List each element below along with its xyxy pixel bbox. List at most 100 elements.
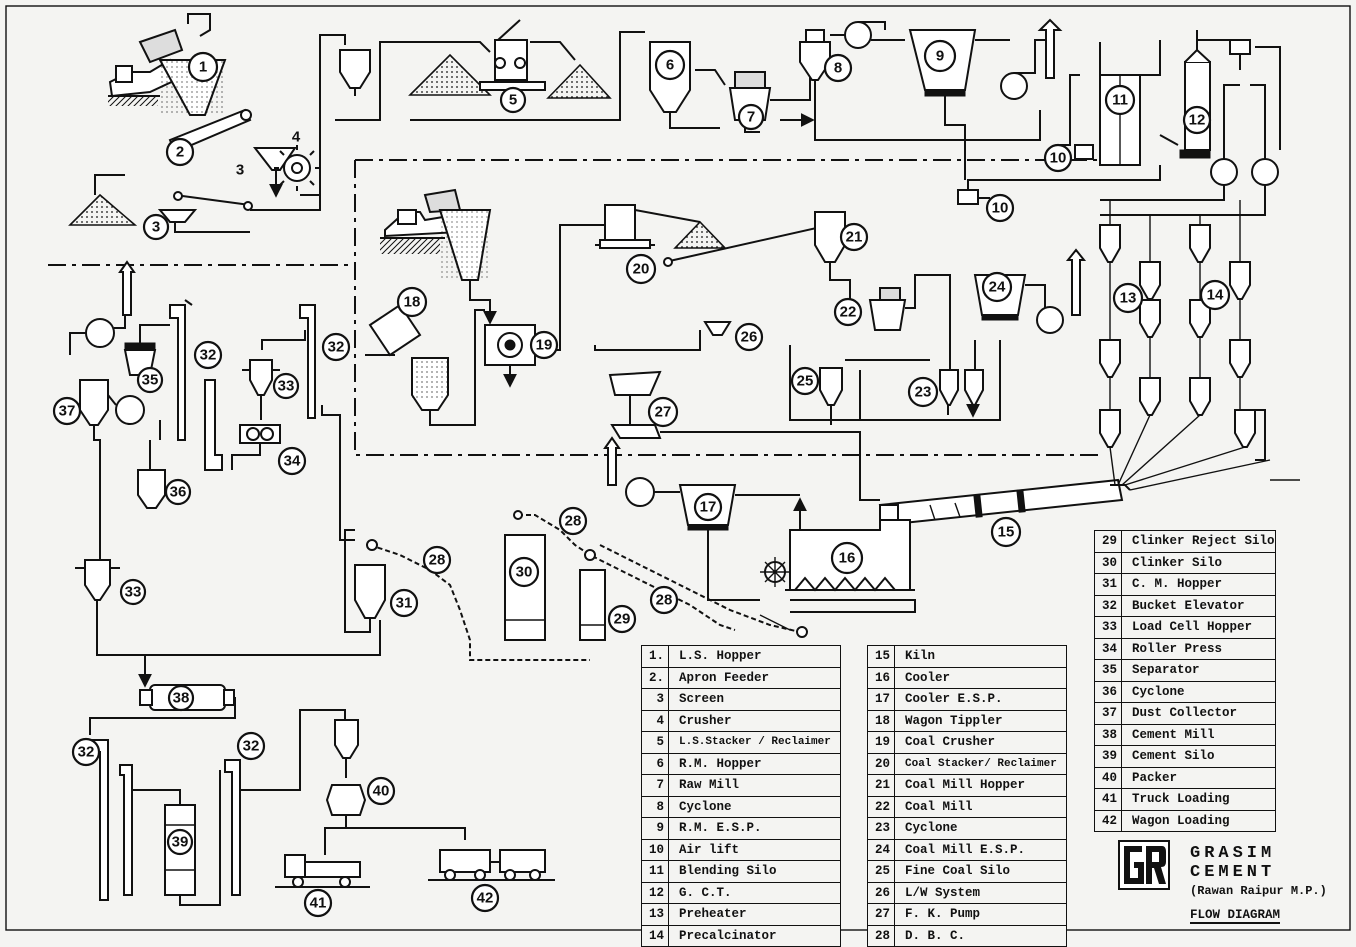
grasim-logo: [1118, 840, 1170, 890]
tag-29: 29: [609, 606, 635, 632]
tag-30: 30: [510, 558, 538, 586]
tag-33b: 33: [121, 580, 145, 604]
legend-row: 38Cement Mill: [1095, 725, 1275, 747]
clinker-silo-30: [505, 535, 545, 640]
svg-text:32: 32: [243, 738, 260, 755]
legend-row: 2.Apron Feeder: [642, 668, 840, 690]
bucket-elevator-32b: [205, 380, 222, 470]
svg-text:19: 19: [536, 337, 553, 354]
svg-text:35: 35: [142, 372, 159, 389]
tag-28b: 28: [560, 508, 586, 534]
tag-4: 4: [292, 129, 301, 146]
conveyor-to-hopper: [250, 35, 345, 210]
cyclone-23b: [965, 370, 983, 405]
tag-20: 20: [627, 255, 655, 283]
svg-text:4: 4: [292, 129, 301, 146]
svg-text:16: 16: [839, 550, 856, 567]
svg-text:12: 12: [1189, 112, 1206, 129]
company-brand-block: GRASIM CEMENT (Rawan Raipur M.P.) FLOW D…: [1118, 840, 1348, 930]
svg-text:9: 9: [936, 48, 944, 65]
hopper-18: [412, 358, 448, 410]
tag-21: 21: [841, 224, 867, 250]
legend-row: 24Coal Mill E.S.P.: [868, 840, 1066, 862]
bucket-elevator-32d: [90, 740, 132, 900]
bucket-elevator-32e: [225, 760, 240, 895]
legend-row: 4Crusher: [642, 711, 840, 733]
truck-41: [275, 855, 370, 887]
cyclone-23a: [940, 370, 958, 405]
legend-row: 39Cement Silo: [1095, 746, 1275, 768]
tag-13: 13: [1114, 284, 1142, 312]
fan-12a: [1211, 159, 1237, 185]
tag-23: 23: [909, 378, 937, 406]
tag-22: 22: [835, 299, 861, 325]
dust-collector-37: [80, 380, 108, 425]
svg-text:31: 31: [396, 595, 413, 612]
coal-stacker-20: [595, 205, 725, 248]
svg-text:32: 32: [328, 339, 345, 356]
svg-text:8: 8: [834, 60, 842, 77]
svg-text:41: 41: [310, 895, 327, 912]
bucket-elevator-32c: [300, 305, 315, 418]
svg-text:26: 26: [741, 329, 758, 346]
preheater-13: [1100, 225, 1160, 447]
svg-text:27: 27: [655, 404, 672, 421]
legend-row: 22Coal Mill: [868, 797, 1066, 819]
svg-text:25: 25: [797, 373, 814, 390]
svg-text:34: 34: [284, 453, 301, 470]
air-lift-10a: [1075, 145, 1093, 159]
tag-17: 17: [695, 494, 721, 520]
legend-row: 16Cooler: [868, 668, 1066, 690]
tag-36: 36: [166, 480, 190, 504]
tag-39: 39: [168, 830, 192, 854]
svg-text:42: 42: [477, 890, 494, 907]
tag-1: 1: [189, 53, 217, 81]
svg-text:36: 36: [170, 484, 187, 501]
svg-text:29: 29: [614, 611, 631, 628]
diagram-title: FLOW DIAGRAM: [1190, 908, 1280, 924]
tag-40: 40: [368, 778, 394, 804]
tag-11: 11: [1106, 86, 1134, 114]
svg-text:15: 15: [998, 524, 1015, 541]
tag-32b: 32: [323, 334, 349, 360]
legend-row: 27F. K. Pump: [868, 904, 1066, 926]
tag-3a: 3: [236, 162, 244, 179]
tag-6: 6: [656, 51, 684, 79]
conveyor-return-1: [95, 175, 125, 195]
company-name-line2: CEMENT: [1190, 863, 1275, 882]
tag-5: 5: [501, 88, 525, 112]
stockpile-1: [70, 195, 135, 225]
lw-system-26: [705, 322, 730, 335]
stack-17: [605, 438, 619, 485]
company-name-line1: GRASIM: [1190, 844, 1275, 863]
svg-text:23: 23: [915, 384, 932, 401]
tag-18: 18: [398, 288, 426, 316]
svg-text:10: 10: [992, 200, 1009, 217]
tag-7: 7: [739, 105, 763, 129]
legend-table-right: 29Clinker Reject Silo 30Clinker Silo 31C…: [1094, 530, 1276, 832]
tag-38: 38: [169, 686, 193, 710]
tag-3b: 3: [144, 215, 168, 239]
coal-mill-22: [870, 288, 905, 330]
legend-row: 42Wagon Loading: [1095, 811, 1275, 832]
stack-24: [1068, 250, 1084, 315]
tag-33a: 33: [274, 374, 298, 398]
fan-37b: [116, 396, 144, 424]
fine-coal-silo-25: [820, 368, 842, 405]
svg-text:7: 7: [747, 109, 755, 126]
legend-table-middle: 15Kiln 16Cooler 17Cooler E.S.P. 18Wagon …: [867, 645, 1067, 947]
